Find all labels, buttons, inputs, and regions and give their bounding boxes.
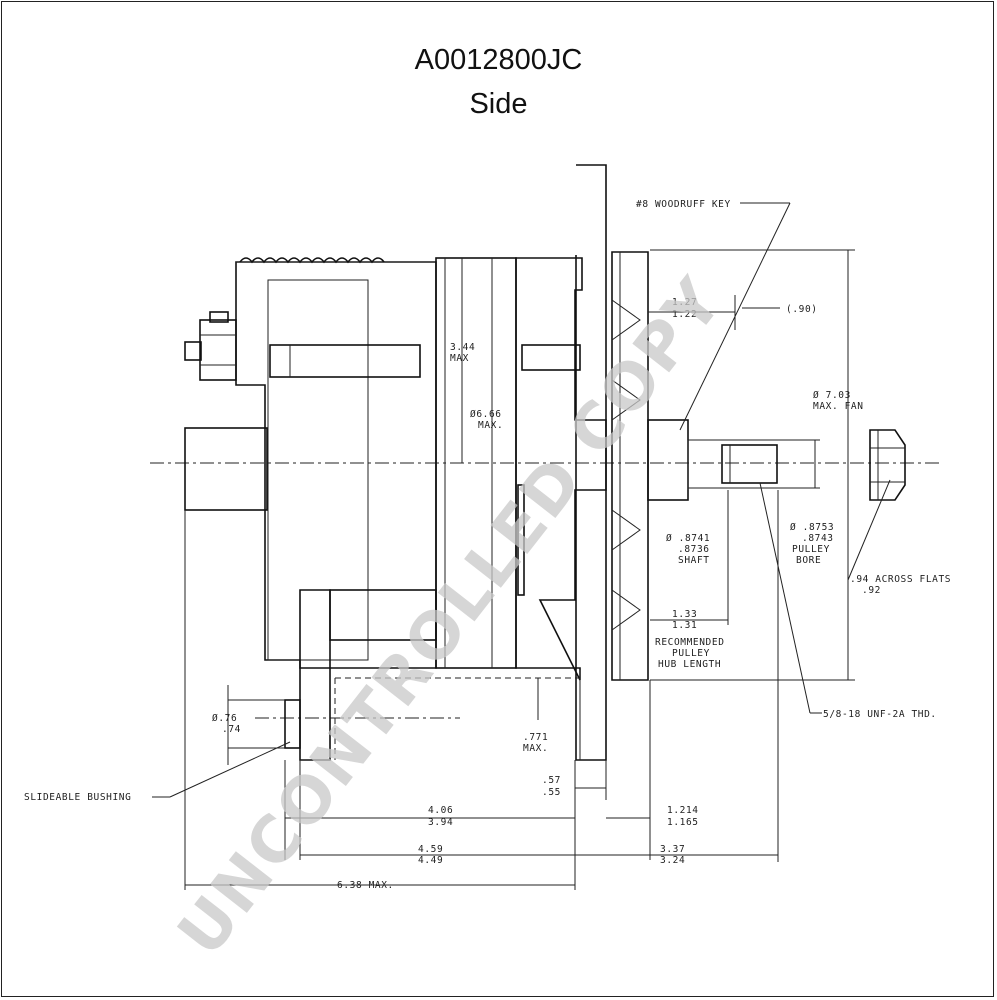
ref-90-label: (.90)	[786, 304, 818, 315]
d406-upper: 4.06	[428, 805, 453, 816]
d771-sub: MAX.	[523, 743, 548, 754]
output-terminal	[184, 311, 237, 381]
h344-sub: MAX	[450, 353, 469, 364]
shaft-dia-lower: .8736	[678, 544, 710, 555]
slideable-bushing-label: SLIDEABLE BUSHING	[24, 792, 131, 803]
hub-length-lower: 1.31	[672, 620, 697, 631]
d406-lower: 3.94	[428, 817, 453, 828]
d57-upper: .57	[542, 775, 561, 786]
uncontrolled-copy-watermark: UNCONTROLLED COPY	[164, 265, 738, 970]
shaft	[688, 439, 778, 489]
d666-label: Ø6.66	[470, 409, 502, 420]
d337-upper: 3.37	[660, 844, 685, 855]
fan-dia-sub: MAX. FAN	[813, 401, 864, 412]
shaft-nut	[869, 429, 906, 501]
across-flats-lower: .92	[862, 585, 881, 596]
recommended-label: RECOMMENDED	[655, 637, 725, 648]
fan	[611, 251, 689, 681]
bushing-dia-label: Ø.76	[212, 713, 237, 724]
dimension-lines	[152, 202, 891, 890]
thread-label: 5/8-18 UNF-2A THD.	[823, 709, 937, 720]
woodruff-key-label: #8 WOODRUFF KEY	[636, 199, 731, 210]
hub-dim-upper: 1.27	[672, 297, 697, 308]
mounting-foot	[284, 589, 580, 761]
bushing-dia-lower: .74	[222, 724, 241, 735]
d459-lower: 4.49	[418, 855, 443, 866]
pulley-hub-label: PULLEY	[672, 648, 710, 659]
shaft-dia-label: Ø .8741	[666, 533, 710, 544]
dimension-labels: #8 WOODRUFF KEY 1.27 1.22 (.90) Ø 7.03 M…	[24, 199, 951, 891]
bore-dia-lower: .8743	[802, 533, 834, 544]
pulley-label: PULLEY	[792, 544, 830, 555]
h344-label: 3.44	[450, 342, 475, 353]
part-number-title: A0012800JC	[414, 44, 583, 76]
across-flats-label: .94 ACROSS FLATS	[850, 574, 951, 585]
d771-label: .771	[523, 732, 548, 743]
bore-dia-label: Ø .8753	[790, 522, 834, 533]
view-subtitle: Side	[469, 88, 528, 120]
hub-length-upper: 1.33	[672, 609, 697, 620]
d337-lower: 3.24	[660, 855, 685, 866]
fan-dia-label: Ø 7.03	[813, 390, 851, 401]
d459-upper: 4.59	[418, 844, 443, 855]
d638-label: 6.38 MAX.	[337, 880, 394, 891]
d57-lower: .55	[542, 787, 561, 798]
d666-sub: MAX.	[478, 420, 503, 431]
hub-length-label: HUB LENGTH	[658, 659, 721, 670]
d1214-upper: 1.214	[667, 805, 699, 816]
d1214-lower: 1.165	[667, 817, 699, 828]
shaft-label: SHAFT	[678, 555, 710, 566]
bore-label: BORE	[796, 555, 821, 566]
hub-dim-lower: 1.22	[672, 309, 697, 320]
